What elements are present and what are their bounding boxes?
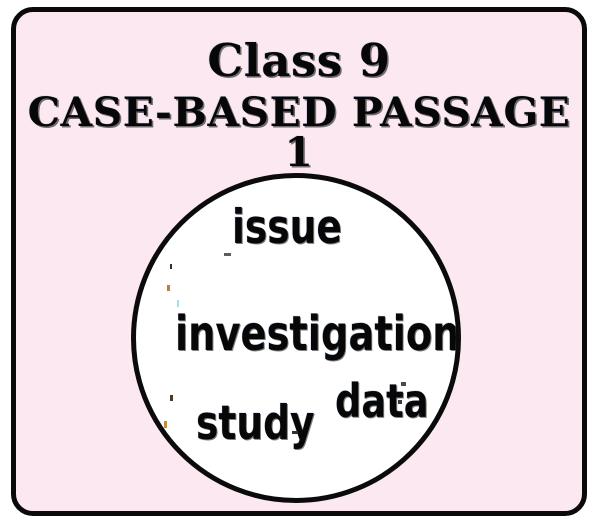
wordcloud-word-data: data bbox=[335, 374, 429, 428]
wordcloud-speck bbox=[398, 400, 402, 404]
title-line-passage: CASE-BASED PASSAGE 1 bbox=[27, 89, 571, 176]
wordcloud-speck bbox=[185, 475, 195, 479]
pink-card-panel: Class 9 CASE-BASED PASSAGE 1 issue inves… bbox=[11, 7, 587, 516]
wordcloud-circle: issue investigation data study bbox=[131, 173, 461, 503]
wordcloud-speck bbox=[170, 395, 173, 401]
wordcloud-speck bbox=[164, 421, 167, 428]
wordcloud-word-issue: issue bbox=[232, 200, 342, 255]
wordcloud-word-study: study bbox=[196, 396, 315, 451]
wordcloud-speck bbox=[292, 431, 298, 434]
wordcloud-speck bbox=[401, 382, 406, 386]
wordcloud-speck bbox=[170, 264, 172, 269]
wordcloud-speck bbox=[167, 285, 170, 291]
wordcloud-speck bbox=[224, 253, 231, 256]
title-line-class: Class 9 bbox=[207, 34, 391, 87]
wordcloud-word-investigation: investigation bbox=[175, 306, 460, 362]
wordcloud-speck bbox=[177, 300, 179, 307]
page-title: Class 9 CASE-BASED PASSAGE 1 bbox=[16, 38, 582, 173]
